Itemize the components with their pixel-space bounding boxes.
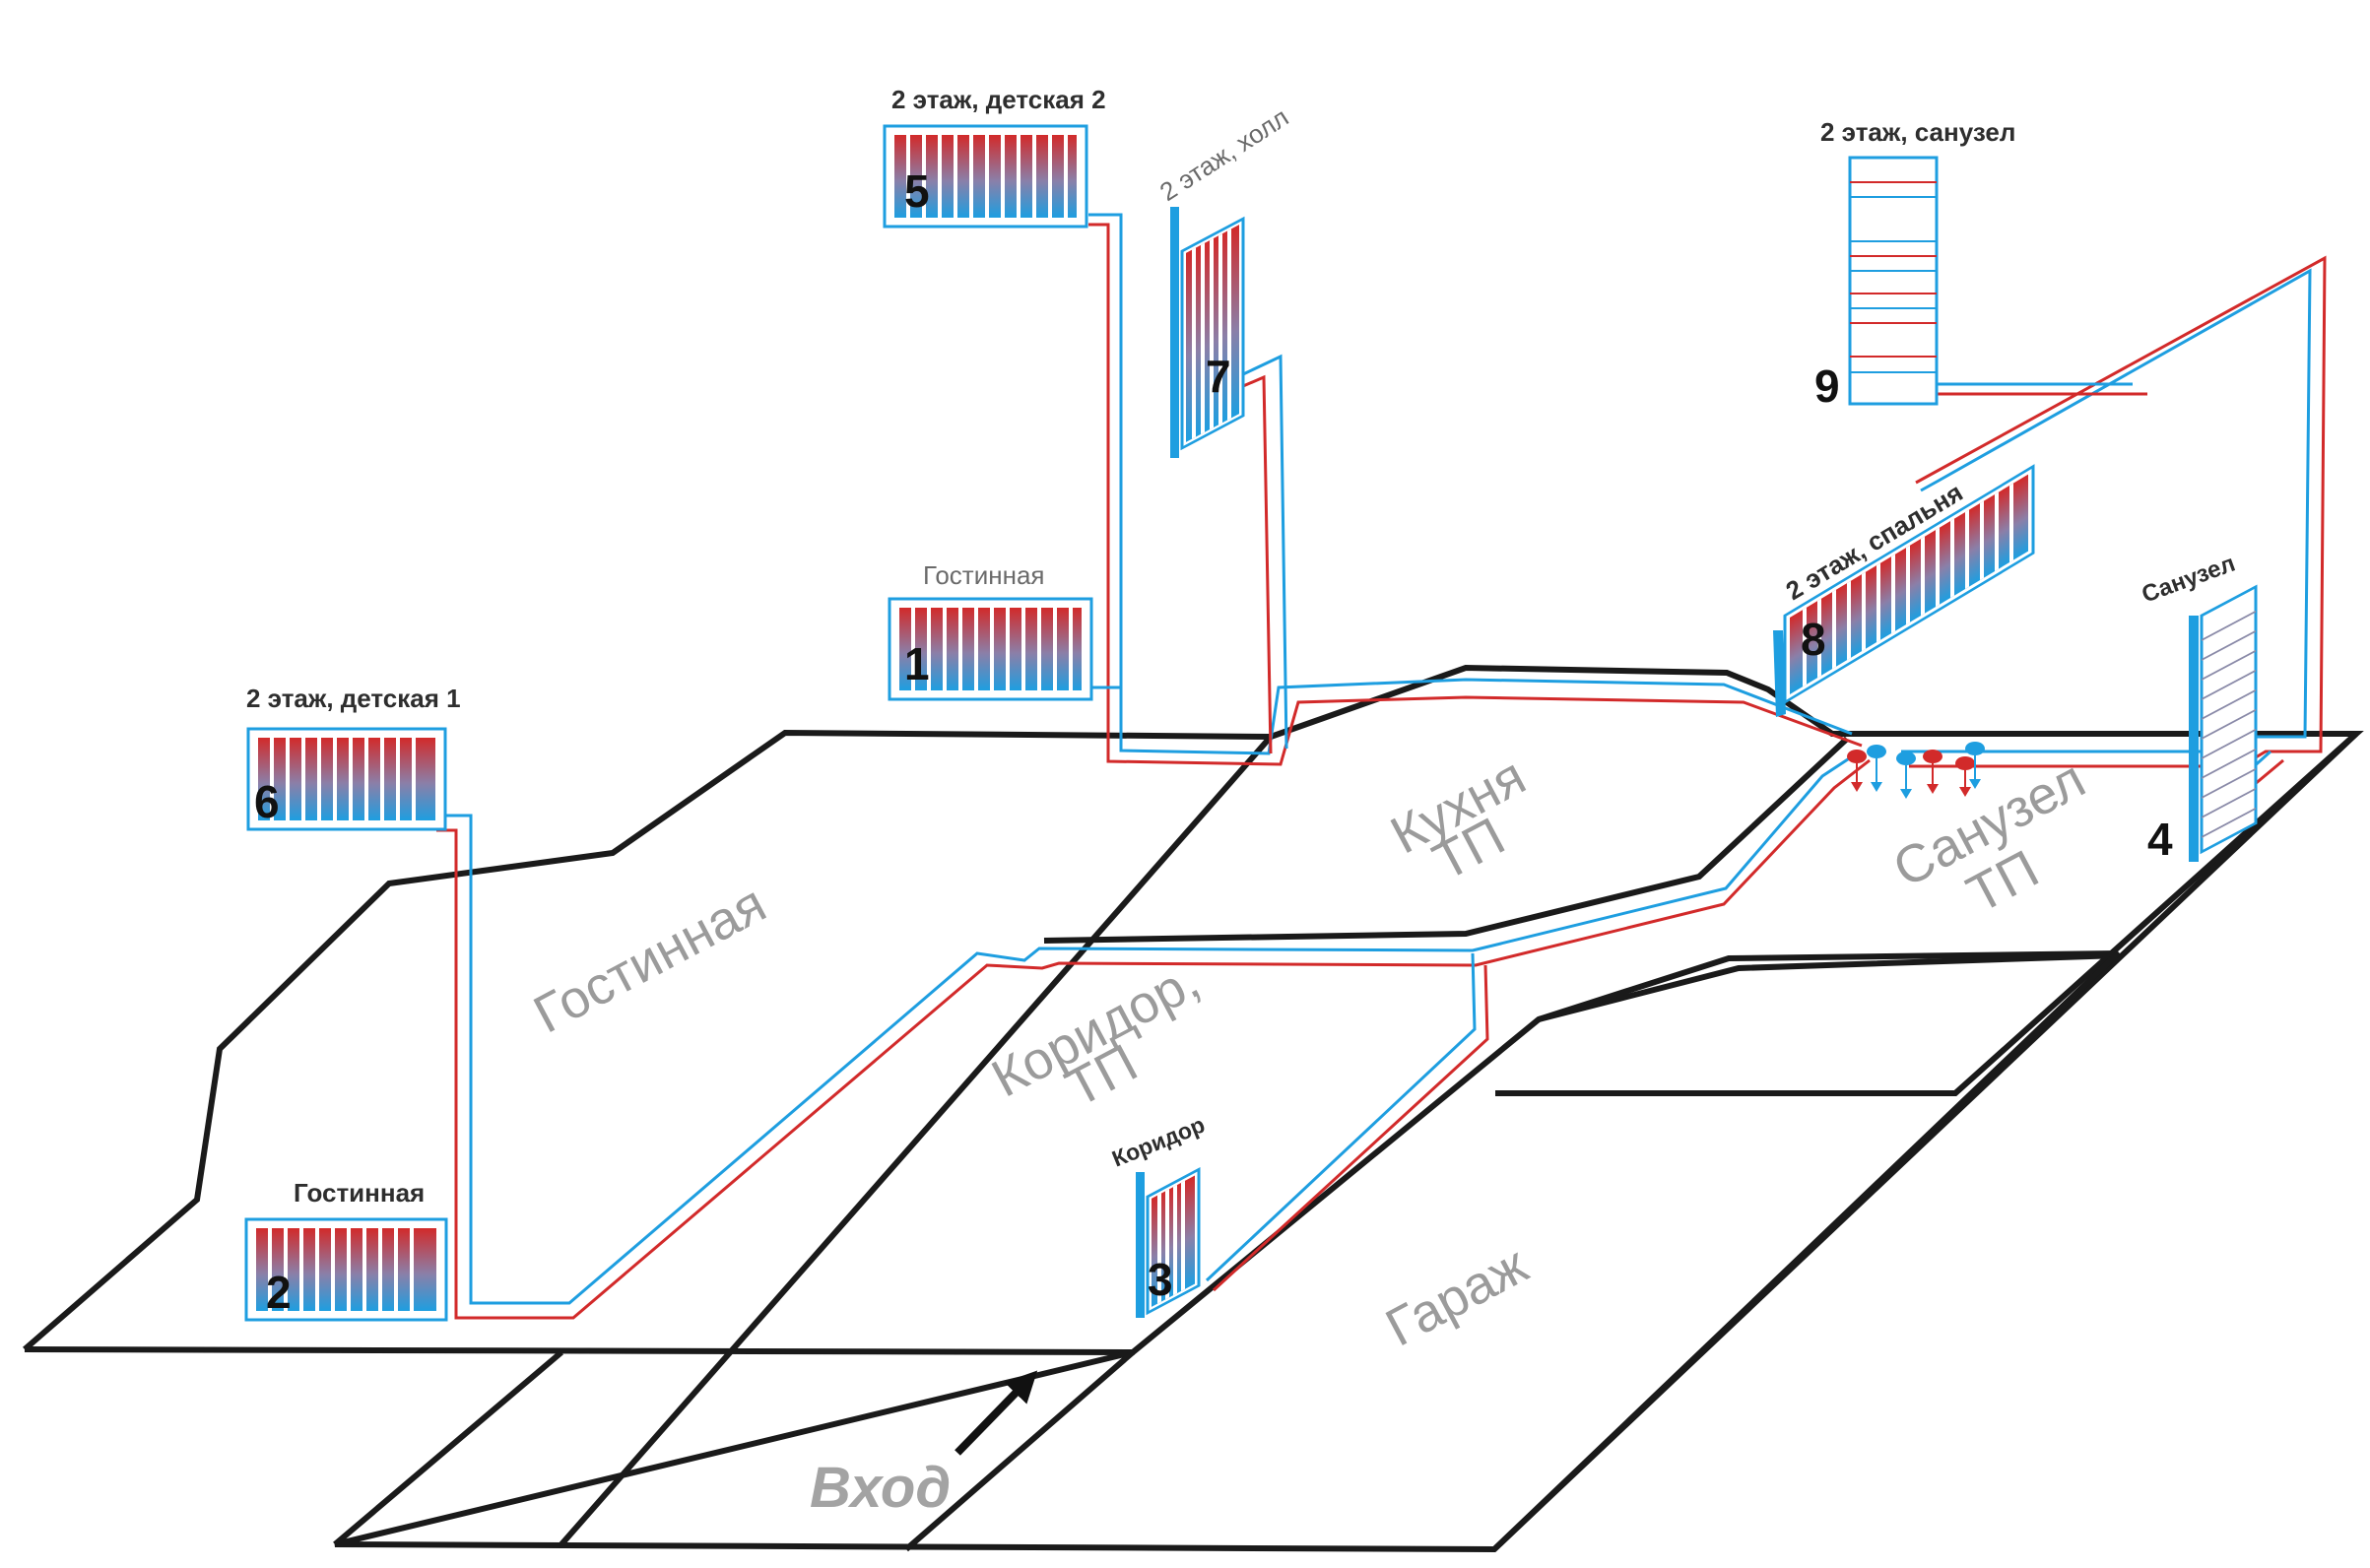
radiator-7-bar <box>1170 207 1179 458</box>
radiator-9[interactable]: 9 2 этаж, санузел <box>1814 117 2015 412</box>
radiator-2-number: 2 <box>266 1267 292 1318</box>
valve-supply-3[interactable] <box>1955 756 1975 797</box>
radiator-4-rails <box>2202 610 2256 838</box>
wall-bathroom-outer <box>334 731 2359 1553</box>
radiator-1[interactable]: 1 Гостинная <box>888 560 1093 701</box>
radiator-5-number: 5 <box>904 165 930 217</box>
radiator-3-number: 3 <box>1148 1254 1173 1305</box>
radiator-7-sections <box>1192 229 1231 439</box>
wall-corridor-divider <box>559 735 1274 1546</box>
wall-garage-top <box>1538 950 2119 1022</box>
radiator-8[interactable]: 8 2 этаж, спальня <box>1773 464 2035 717</box>
room-labels: Гостинная Кухня ТП Коридор, ТП Санузел Т… <box>524 747 2094 1520</box>
wall-entry-divider <box>904 1349 1135 1552</box>
radiator-1-sections <box>911 608 1073 690</box>
radiator-3-label: Коридор <box>1108 1111 1209 1171</box>
valve-return-3[interactable] <box>1965 742 1985 789</box>
room-label-garage: Гараж <box>1376 1235 1537 1358</box>
radiator-1-number: 1 <box>904 638 930 689</box>
wall-garage <box>333 1349 563 1547</box>
radiator-5[interactable]: 5 2 этаж, детская 2 <box>883 85 1106 229</box>
room-label-living: Гостинная <box>524 874 775 1044</box>
entry-arrow-icon <box>955 1370 1038 1456</box>
radiator-4[interactable]: 4 Санузел <box>2139 551 2258 865</box>
wall-garage-right <box>1491 950 2121 1552</box>
radiator-2[interactable]: 2 Гостинная <box>244 1178 448 1322</box>
radiator-7[interactable]: 7 2 этаж, холл <box>1154 102 1293 458</box>
wall-kitchen-inner <box>1043 736 1850 944</box>
radiator-4-number: 4 <box>2147 814 2173 865</box>
radiator-4-bar <box>2189 616 2199 862</box>
radiator-2-label: Гостинная <box>294 1178 425 1208</box>
radiator-7-label: 2 этаж, холл <box>1154 102 1293 207</box>
pipe-lower-return <box>436 750 1861 1305</box>
radiator-8-number: 8 <box>1801 614 1826 665</box>
radiator-5-sections <box>906 135 1068 218</box>
valve-supply-2[interactable] <box>1923 750 1942 794</box>
pipes <box>436 213 2327 1320</box>
pipe-supply-main <box>1088 223 1863 766</box>
valve-supply-1[interactable] <box>1847 750 1867 792</box>
radiator-2-sections <box>268 1228 414 1311</box>
pipe-return-main <box>1088 213 1853 755</box>
radiator-9-rails <box>1850 181 1937 373</box>
radiator-6-sections <box>270 738 416 820</box>
radiator-3-bar <box>1136 1172 1145 1318</box>
radiator-9-label: 2 этаж, санузел <box>1820 117 2015 147</box>
pipe-rad3-supply <box>1212 964 1489 1292</box>
radiator-1-label: Гостинная <box>923 560 1045 590</box>
manifold <box>1847 742 1985 799</box>
floor-plan <box>23 664 2364 1553</box>
pipe-lower-supply <box>436 758 1871 1320</box>
radiator-8-bar <box>1773 630 1786 717</box>
pipe-rad7-supply <box>1242 374 1273 754</box>
radiator-7-number: 7 <box>1206 351 1231 402</box>
radiator-6-number: 6 <box>254 776 280 827</box>
pipe-rad7-return <box>1242 354 1288 750</box>
radiator-3[interactable]: 3 Коридор <box>1108 1111 1209 1318</box>
valve-return-1[interactable] <box>1867 745 1886 792</box>
radiator-6-label: 2 этаж, детская 1 <box>246 684 461 713</box>
wall-living-room <box>23 729 1272 1352</box>
valve-return-2[interactable] <box>1896 751 1916 799</box>
wall-kitchen-top <box>1270 664 2364 1096</box>
radiator-4-label: Санузел <box>2139 551 2239 609</box>
pipe-rad3-return <box>1205 952 1477 1282</box>
pipe-right-supply <box>1909 255 2327 768</box>
radiator-3-sections <box>1157 1180 1185 1304</box>
radiator-8-sections <box>1803 483 2013 687</box>
radiator-6[interactable]: 6 2 этаж, детская 1 <box>246 684 461 831</box>
entry-label: Вход <box>810 1456 951 1520</box>
radiator-9-number: 9 <box>1814 360 1840 412</box>
radiator-5-label: 2 этаж, детская 2 <box>891 85 1106 114</box>
